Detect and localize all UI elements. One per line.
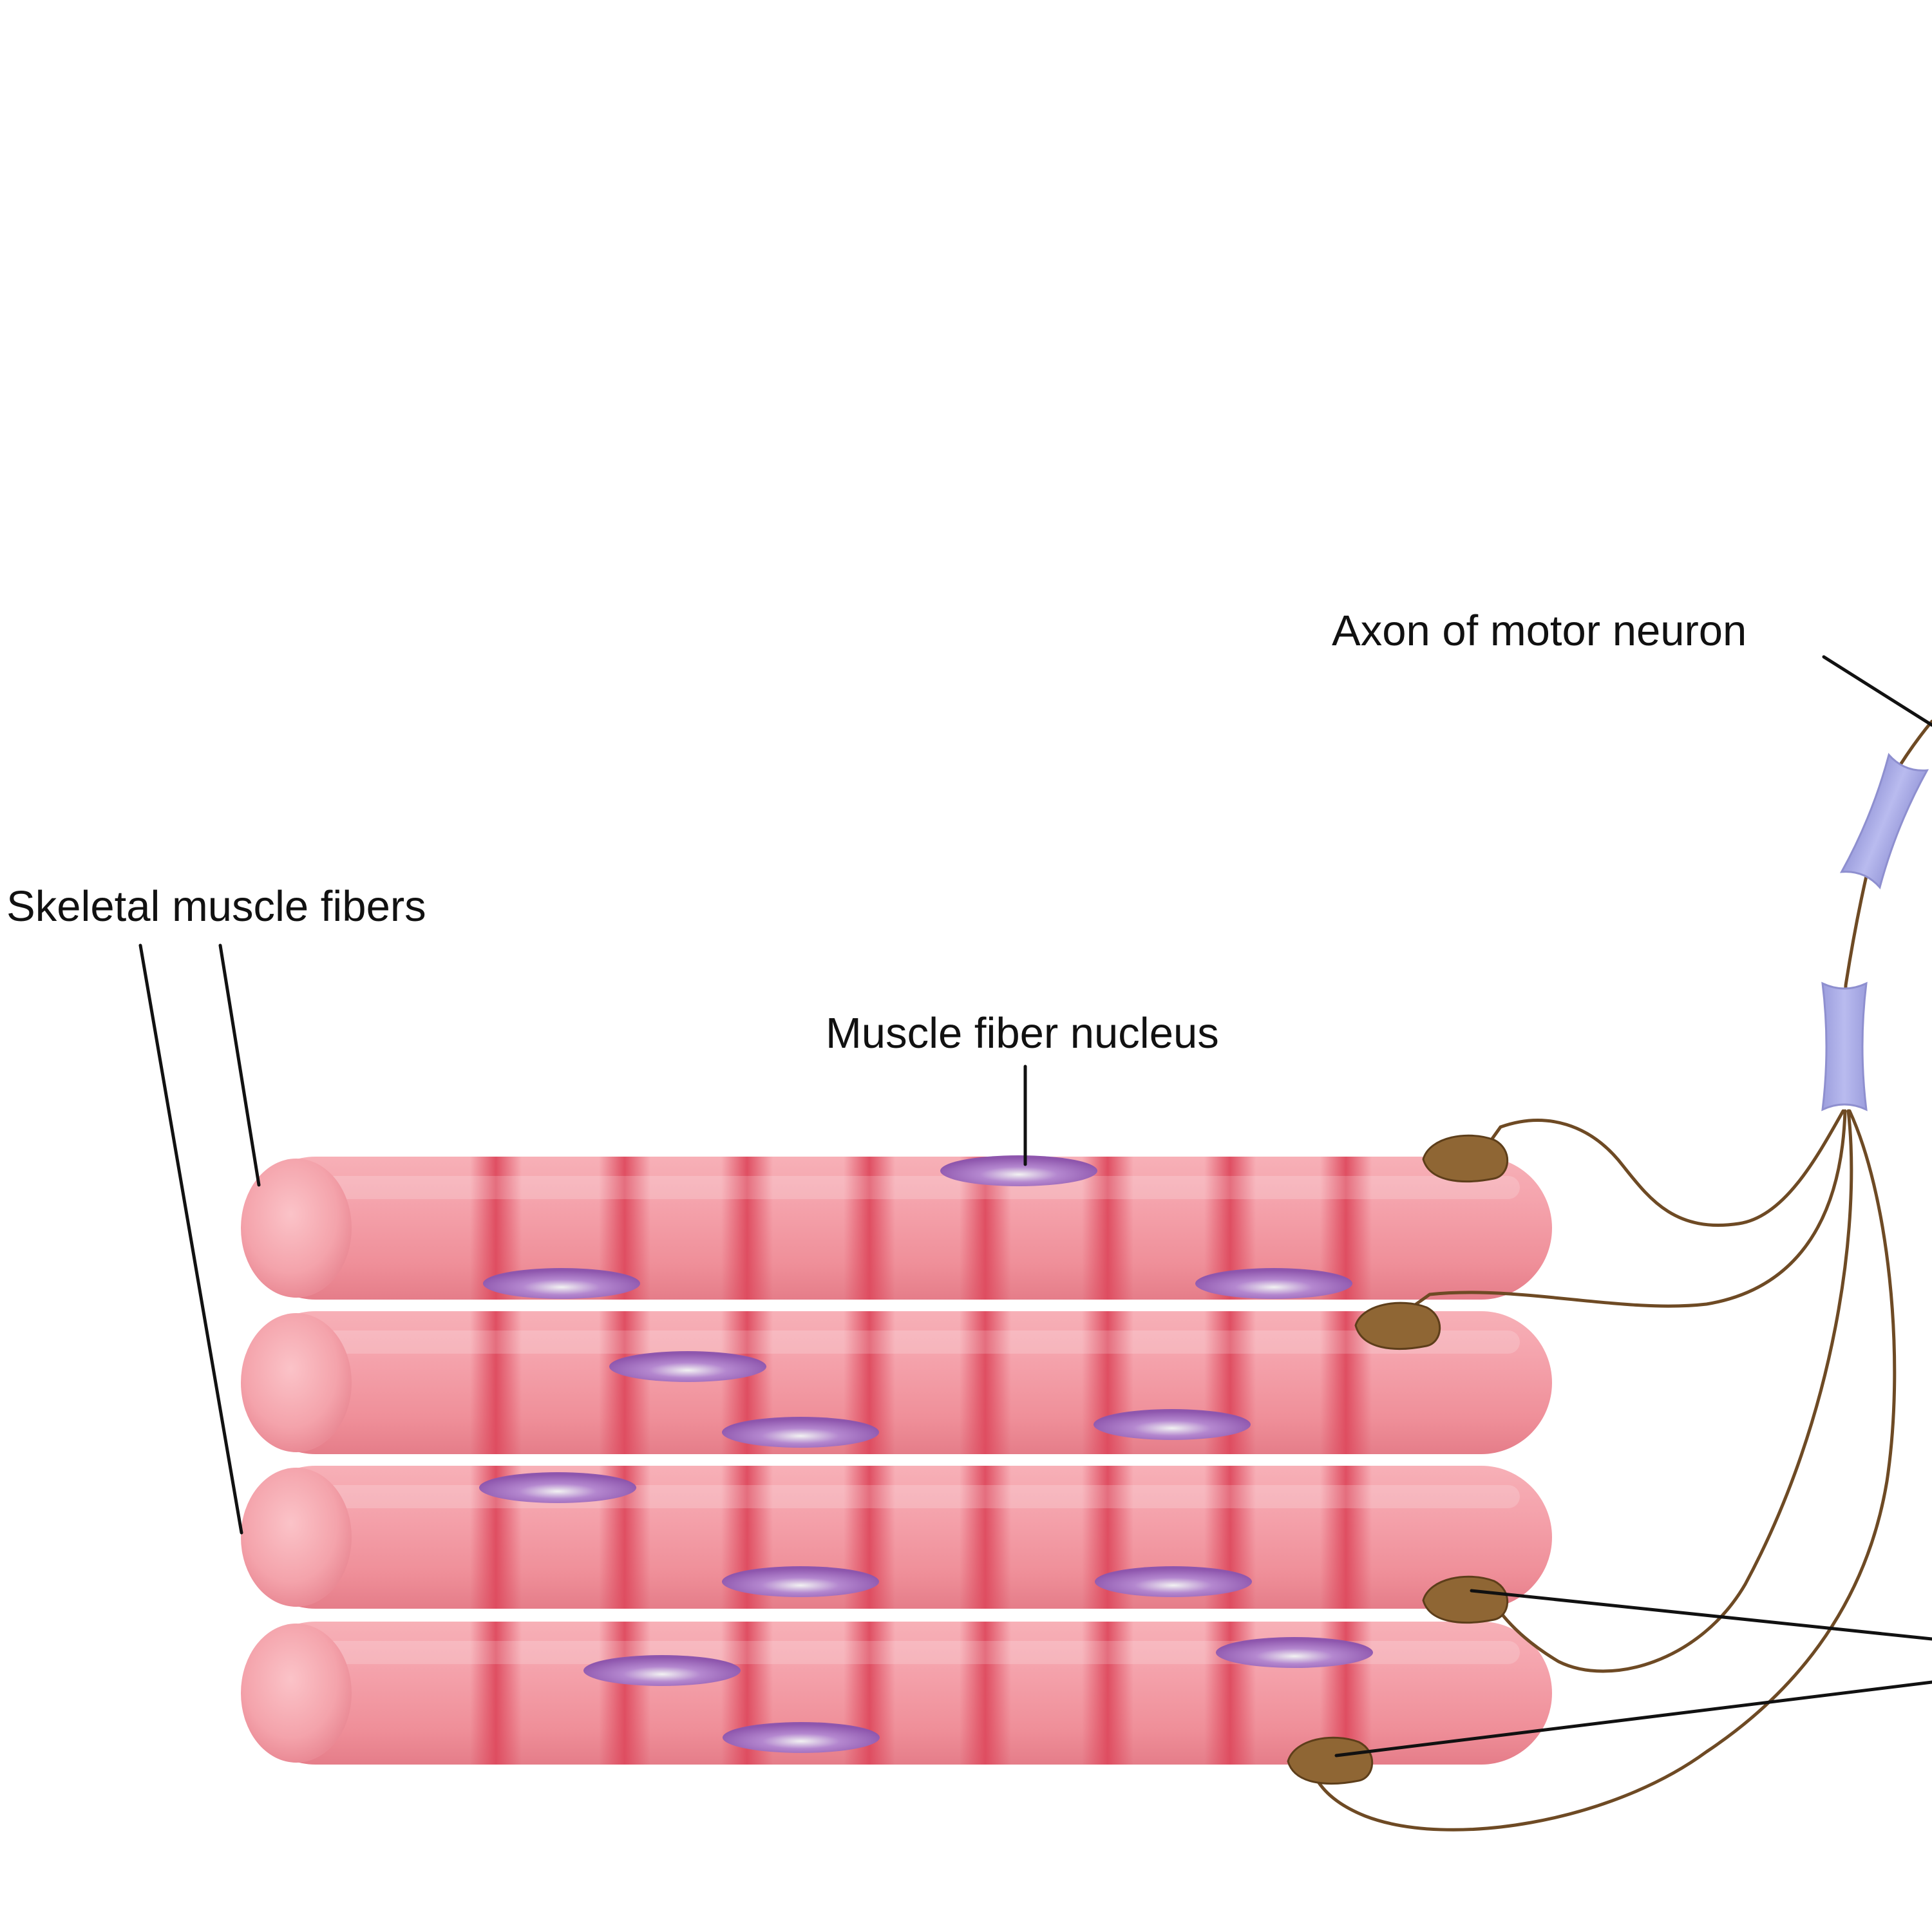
axon-terminal-4 xyxy=(1287,1736,1374,1785)
nucleus xyxy=(722,1417,879,1448)
muscle-fiber-3 xyxy=(241,1466,1552,1609)
nucleus xyxy=(583,1655,741,1686)
leader-skeletal-fiber-1 xyxy=(218,943,261,1187)
nucleus xyxy=(609,1351,766,1382)
nucleus xyxy=(1094,1409,1251,1440)
leader-lines xyxy=(138,655,1932,1757)
leader-terminal-3 xyxy=(1470,1589,1932,1641)
axon-terminal-2 xyxy=(1354,1302,1441,1350)
nucleus xyxy=(1195,1268,1352,1299)
nucleus xyxy=(722,1566,879,1597)
nucleus xyxy=(723,1722,880,1753)
myelin-sheath-lower xyxy=(1821,981,1868,1112)
nucleus xyxy=(1095,1566,1252,1597)
axon-branch-3 xyxy=(1492,1109,1853,1673)
nucleus xyxy=(1216,1637,1373,1668)
muscle-fiber-nuclei xyxy=(479,1155,1373,1753)
muscle-fibers xyxy=(241,1157,1552,1765)
leader-axon xyxy=(1822,655,1932,727)
nucleus xyxy=(940,1155,1097,1186)
nucleus xyxy=(483,1268,640,1299)
myelin-sheath-upper xyxy=(1839,753,1929,889)
leader-terminal-4 xyxy=(1334,1680,1932,1757)
label-skeletal-muscle-fibers: Skeletal muscle fibers xyxy=(6,882,426,931)
muscle-fiber-1 xyxy=(241,1157,1552,1300)
axon-terminal-1 xyxy=(1422,1134,1509,1182)
axon-branch-2 xyxy=(1405,1109,1847,1312)
axon-terminal-3 xyxy=(1422,1575,1509,1624)
label-muscle-fiber-nucleus: Muscle fiber nucleus xyxy=(826,1009,1219,1057)
axon-branch-1 xyxy=(1486,1109,1845,1227)
label-axon-of-motor-neuron: Axon of motor neuron xyxy=(1332,607,1747,655)
leader-skeletal-fiber-3 xyxy=(138,943,243,1535)
nucleus xyxy=(479,1472,636,1503)
muscle-fiber-2 xyxy=(241,1311,1552,1454)
